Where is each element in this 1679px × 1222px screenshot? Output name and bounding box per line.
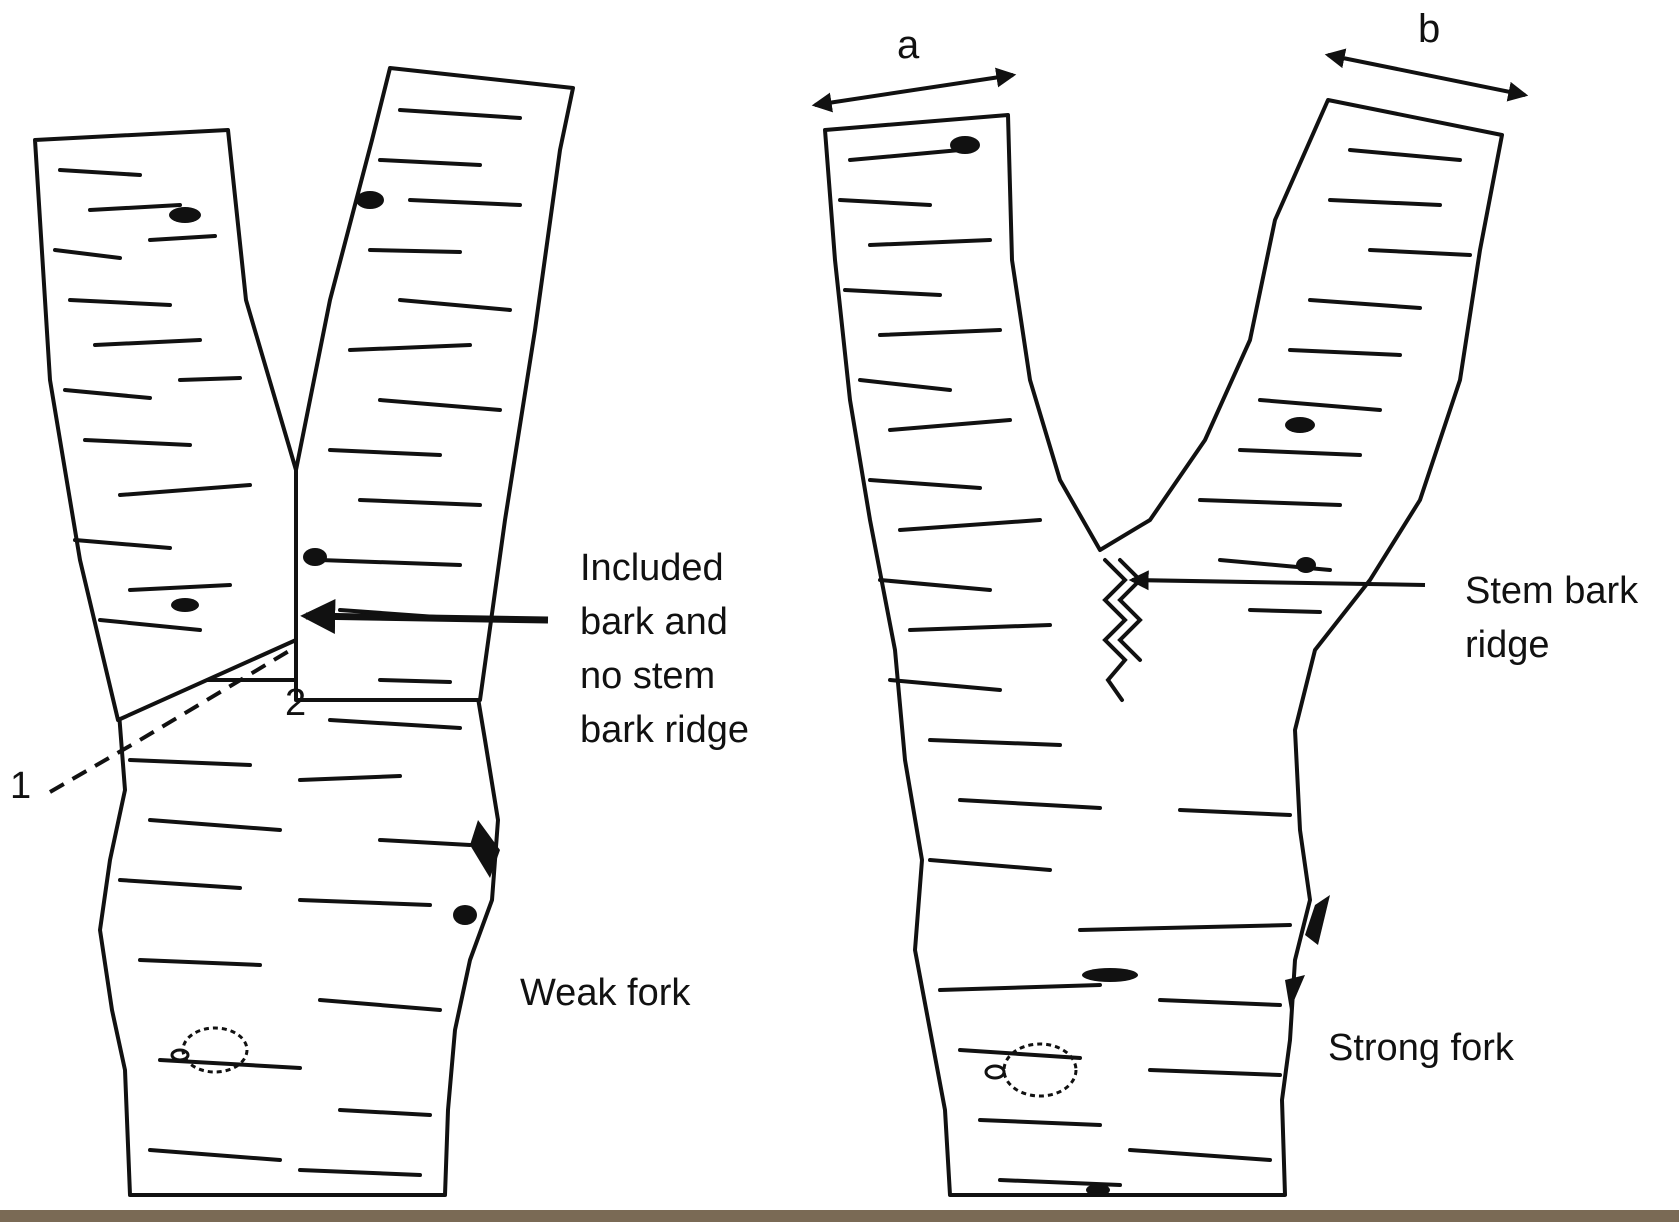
included-bark-callout: Included bark and no stem bark ridge xyxy=(580,547,749,751)
strong-fork-caption: Strong fork xyxy=(1328,1027,1515,1069)
dimension-b-arrow xyxy=(1328,55,1525,95)
weak-fork-trunk xyxy=(100,680,498,1195)
included-bark-callout-line: no stem xyxy=(580,655,715,697)
dimension-b-label: b xyxy=(1418,7,1440,51)
weak-fork-left-stem xyxy=(35,130,296,720)
stem-bark-ridge-callout: Stem bark ridge xyxy=(1465,570,1649,666)
stem-bark-ridge-callout-line: ridge xyxy=(1465,624,1550,666)
included-bark-callout-line: bark and xyxy=(580,601,728,643)
marker-1: 1 xyxy=(10,765,31,807)
dimension-a-arrow xyxy=(815,75,1013,105)
included-bark-callout-line: Included xyxy=(580,547,724,589)
marker-2: 2 xyxy=(285,682,306,724)
weak-fork-caption: Weak fork xyxy=(520,972,691,1014)
stem-bark-ridge-callout-line: Stem bark xyxy=(1465,570,1639,612)
included-bark-callout-line: bark ridge xyxy=(580,709,749,751)
page-bottom-edge xyxy=(0,1210,1679,1222)
included-bark-arrow xyxy=(306,616,548,620)
dimension-a-label: a xyxy=(897,23,920,67)
weak-fork-drawing xyxy=(35,68,573,1195)
